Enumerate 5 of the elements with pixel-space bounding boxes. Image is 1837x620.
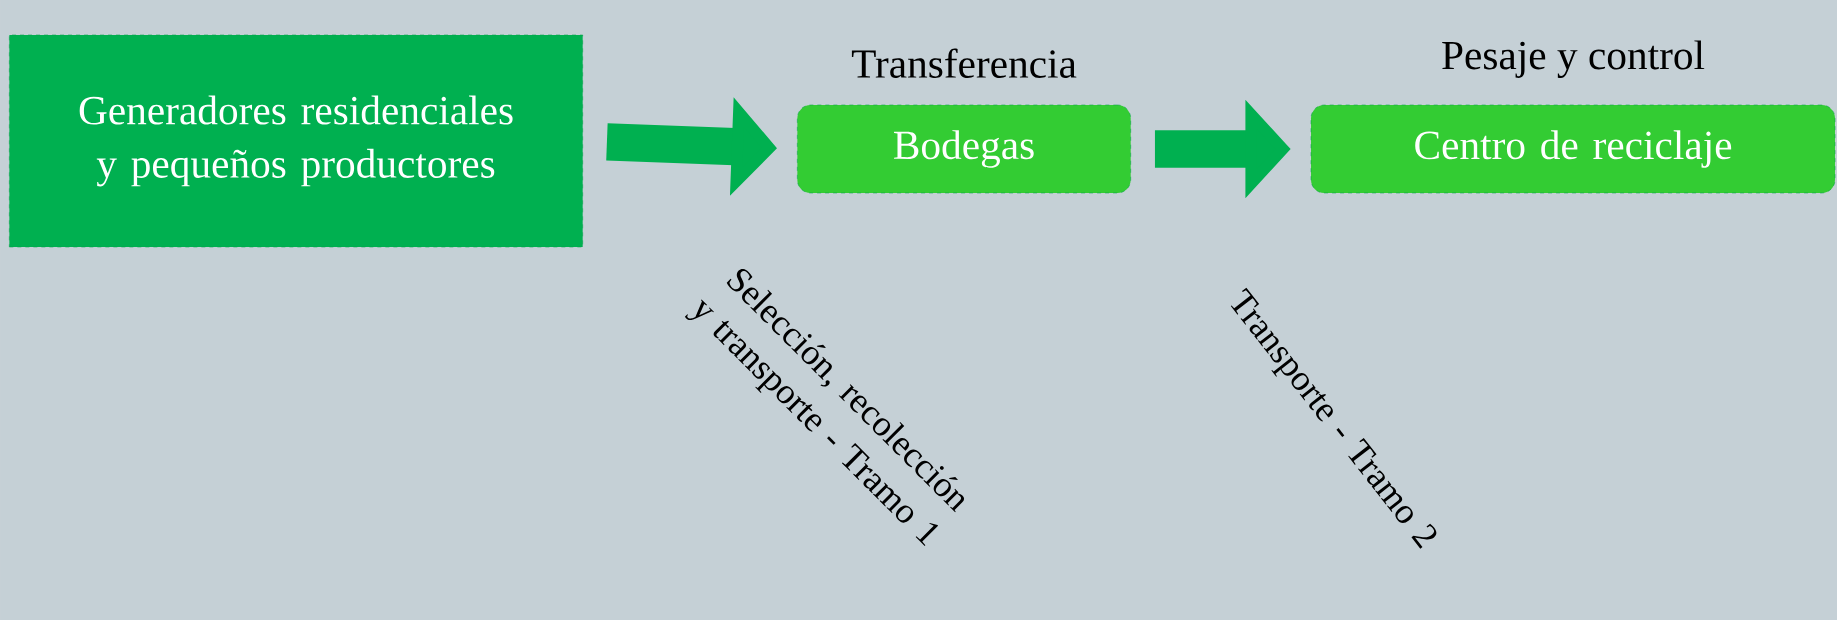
process-box: Bodegas	[797, 104, 1131, 194]
process-box: Centro de reciclaje	[1310, 104, 1836, 194]
process-box: Generadores residenciales y pequeños productores	[9, 34, 583, 248]
stage-heading: Transferencia	[851, 48, 1077, 78]
stage-heading: Pesaje y control	[1442, 40, 1705, 79]
